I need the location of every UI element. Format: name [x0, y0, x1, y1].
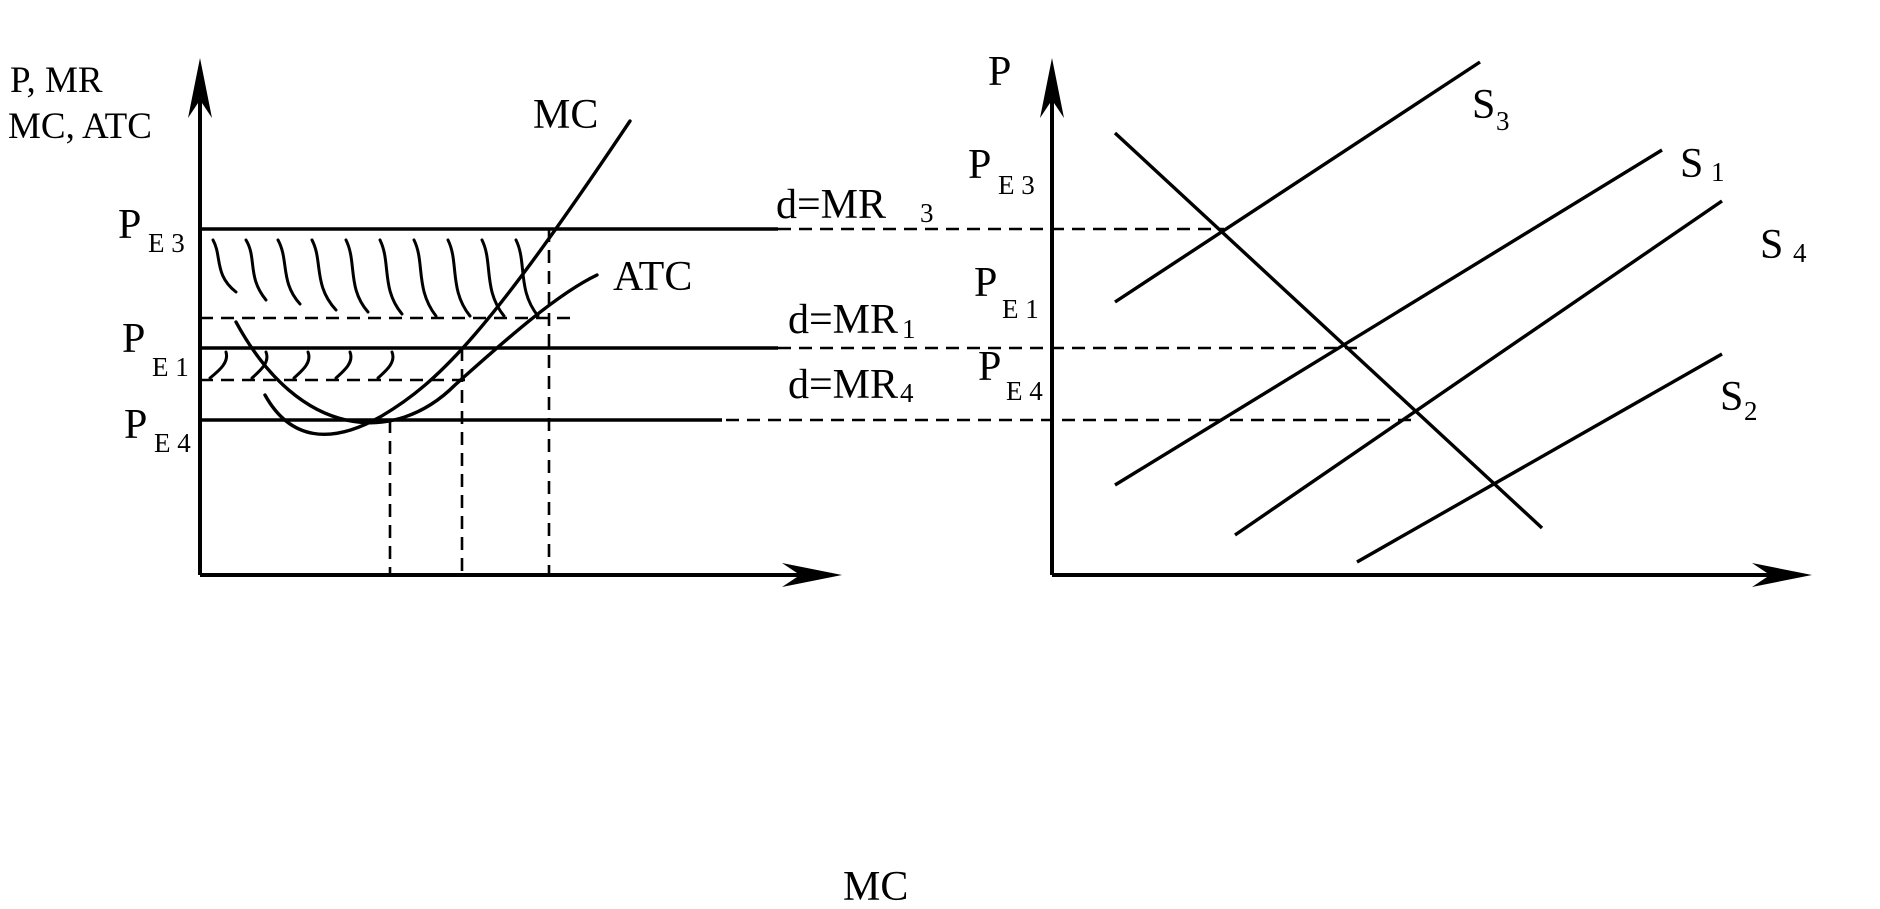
supply-line-s3	[1114, 60, 1481, 304]
supply-label-s4: S 4	[1760, 222, 1807, 268]
supply-label-s2: S 2	[1720, 374, 1758, 426]
svg-text:P: P	[978, 344, 1001, 390]
svg-text:E 4: E 4	[1006, 376, 1043, 406]
left-x-axis-arrow	[782, 563, 842, 587]
svg-text:d=MR: d=MR	[776, 182, 886, 228]
supply-label-s3: S 3	[1472, 82, 1510, 136]
svg-text:P: P	[974, 260, 997, 306]
supply-line-s2	[1356, 352, 1723, 564]
svg-text:P: P	[124, 402, 147, 448]
profit-hatching-lower	[208, 350, 395, 380]
demand-label-mr4: d=MR 4	[788, 362, 914, 408]
right-price-label-pe1: P E 1	[974, 260, 1039, 324]
svg-text:4: 4	[1793, 238, 1807, 268]
supply-line-s1	[1114, 148, 1663, 487]
left-y-axis-arrow	[188, 58, 212, 118]
svg-text:E 3: E 3	[998, 170, 1035, 200]
svg-text:P: P	[118, 202, 141, 248]
svg-text:1: 1	[1711, 157, 1725, 187]
svg-text:S: S	[1760, 222, 1783, 268]
atc-curve-label: ATC	[613, 254, 692, 300]
svg-text:E 1: E 1	[152, 352, 189, 382]
svg-text:3: 3	[1496, 106, 1510, 136]
profit-hatching-upper	[211, 238, 540, 318]
demand-label-mr3: d=MR 3	[776, 182, 934, 228]
supply-line-s4	[1234, 199, 1723, 537]
mc-curve	[263, 119, 632, 436]
svg-text:S: S	[1720, 374, 1743, 420]
supply-label-s1: S 1	[1680, 141, 1725, 187]
bottom-mc-label: MC	[843, 864, 908, 909]
svg-text:4: 4	[900, 378, 914, 408]
svg-text:S: S	[1680, 141, 1703, 187]
svg-text:E 4: E 4	[154, 428, 191, 458]
svg-text:S: S	[1472, 82, 1495, 128]
svg-text:2: 2	[1744, 396, 1758, 426]
right-y-axis-label: P	[988, 49, 1011, 95]
left-price-label-pe1: P E 1	[122, 316, 189, 382]
left-price-label-pe3: P E 3	[118, 202, 185, 258]
svg-text:P: P	[122, 316, 145, 362]
mc-curve-label: MC	[533, 92, 598, 138]
left-price-label-pe4: P E 4	[124, 402, 191, 458]
left-y-axis-label-line2: MC, ATC	[8, 106, 152, 147]
market-graph: P S 3 S 1 S 4 S 2 P E 3 P	[968, 49, 1812, 587]
svg-text:P: P	[968, 142, 991, 188]
svg-text:d=MR: d=MR	[788, 297, 898, 343]
left-y-axis-label-line1: P, MR	[10, 60, 103, 101]
right-x-axis-arrow	[1752, 563, 1812, 587]
market-demand-line	[1113, 131, 1544, 530]
svg-text:3: 3	[920, 198, 934, 228]
right-price-label-pe4: P E 4	[978, 344, 1043, 406]
svg-text:d=MR: d=MR	[788, 362, 898, 408]
atc-curve	[234, 273, 599, 425]
right-y-axis-arrow	[1040, 58, 1064, 118]
firm-graph: P, MR MC, ATC	[8, 58, 934, 587]
svg-text:E 3: E 3	[148, 228, 185, 258]
svg-text:E 1: E 1	[1002, 294, 1039, 324]
demand-label-mr1: d=MR 1	[788, 297, 916, 344]
right-price-label-pe3: P E 3	[968, 142, 1035, 200]
svg-text:1: 1	[902, 314, 916, 344]
